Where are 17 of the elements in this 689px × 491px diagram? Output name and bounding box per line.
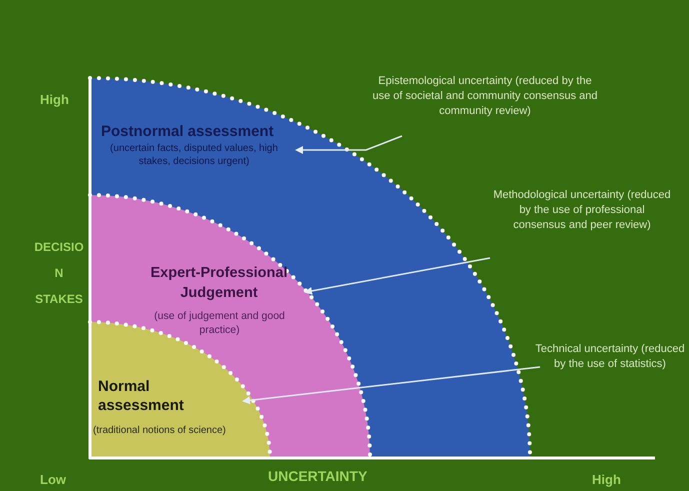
callout-text: Epistemological uncertainty (reduced by the use of societal and community consensus and community review) (370, 74, 600, 119)
axis-label: High (40, 91, 69, 109)
region-heading: Expert-Professional Judgement (150, 264, 288, 303)
leader-arrow (295, 135, 402, 154)
region-heading: Normal assessment (98, 377, 185, 415)
region-description: (use of judgement and good practice) (153, 309, 286, 337)
leader-arrow (242, 366, 540, 404)
axis-label: DECISION STAKES (34, 239, 84, 308)
region-heading: Postnormal assessment (101, 122, 275, 142)
axis-label: UNCERTAINTY (268, 467, 368, 486)
callout-text: Methodological uncertainty (reduced by the use of professional consensus and peer review) (492, 188, 672, 233)
axis-label: High (592, 471, 621, 489)
leader-arrow (304, 257, 490, 295)
axis-label: Low (40, 471, 66, 489)
region-description: (uncertain facts, disputed values, high stakes, decisions urgent) (109, 142, 279, 168)
region-description: (traditional notions of science) (93, 424, 227, 437)
callout-text: Technical uncertainty (reduced by the use of statistics) (535, 342, 685, 372)
